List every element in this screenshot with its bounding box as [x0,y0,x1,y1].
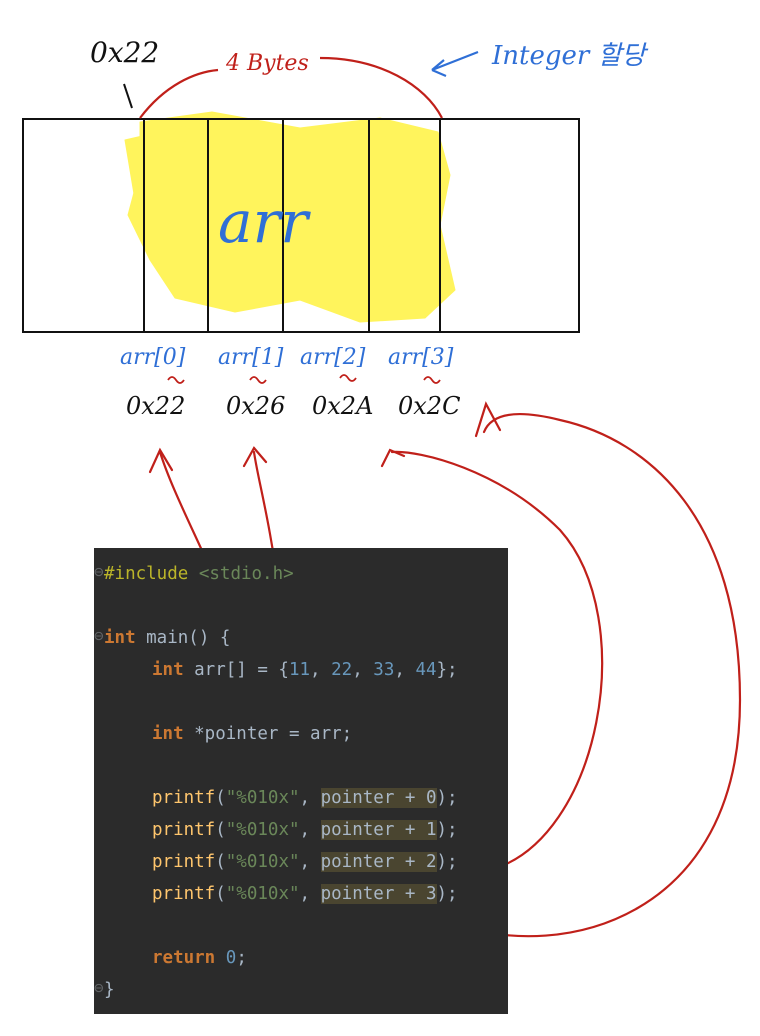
main-signature: main() { [135,628,231,648]
bytes-label: 4 Bytes [225,51,309,76]
printf-format: "%010x" [225,884,300,904]
memory-box [22,118,580,333]
printf-fn: printf [152,884,216,904]
code-line-printf-3: printf("%010x", pointer + 3); [152,884,458,904]
printf-format: "%010x" [225,788,300,808]
arr-value-2: 33 [373,660,395,680]
cell-label-0: arr[0] [120,345,186,370]
return-value: 0 [225,948,237,968]
pointer-type: int [152,724,184,744]
bytes-brace-arc [139,56,443,119]
close-brace: } [104,980,115,1000]
arr-value-3: 44 [415,660,437,680]
memory-dividers [143,119,441,332]
cell-labels: arr[0] arr[1] arr[2] arr[3] [120,345,454,370]
code-line-return: return 0; [152,948,247,968]
fold-marker: ⊖ [94,978,104,997]
arr-value-0: 11 [288,660,311,680]
arrow-pointer-3 [458,413,742,938]
return-keyword: return [152,948,216,968]
integer-arrow [431,50,479,78]
include-header: <stdio.h> [198,564,294,584]
printf-format: "%010x" [225,852,300,872]
printf-fn: printf [152,852,216,872]
printf-format: "%010x" [225,820,300,840]
top-address-tick [123,83,133,109]
code-line-arr: int arr[] = {11, 22, 33, 44}; [152,660,458,680]
highlight-scribble [124,111,456,323]
code-line-printf-1: printf("%010x", pointer + 1); [152,820,458,840]
printf-arg-1: pointer + 1 [320,820,437,840]
fold-marker: ⊖ [94,562,104,581]
cell-address-0: 0x22 [126,392,185,420]
printf-fn: printf [152,788,216,808]
code-line-printf-2: printf("%010x", pointer + 2); [152,852,458,872]
arrow-pointer-2 [390,450,604,872]
cell-label-3: arr[3] [388,345,454,370]
code-line-printf-0: printf("%010x", pointer + 0); [152,788,458,808]
array-name-label: arr [218,188,311,256]
integer-note: Integer 할당 [491,41,648,71]
cell-address-3: 0x2C [398,392,460,420]
arr-type: int [152,660,184,680]
code-line-include: #include <stdio.h> [104,558,294,590]
printf-arg-2: pointer + 2 [320,852,437,872]
arr-value-1: 22 [331,660,353,680]
cell-address-2: 0x2A [312,392,373,420]
cell-label-2: arr[2] [300,345,366,370]
arr-declaration: arr[] = { [183,660,289,680]
printf-fn: printf [152,820,216,840]
code-line-main: int main() { [104,622,230,654]
cell-addresses: 0x22 0x26 0x2A 0x2C [126,392,460,420]
top-address-label: 0x22 [90,36,159,69]
main-type: int [104,628,136,648]
code-editor: ⊖ #include <stdio.h> ⊖ int main() { int … [94,548,508,1014]
arr-end: }; [436,660,458,680]
printf-arg-0: pointer + 0 [320,788,437,808]
printf-arg-3: pointer + 3 [320,884,437,904]
tilde-marks [167,374,441,384]
cell-address-1: 0x26 [226,392,285,420]
cell-label-1: arr[1] [218,345,284,370]
fold-marker: ⊖ [94,626,104,645]
include-directive: #include [104,564,189,584]
pointer-declaration: *pointer = arr; [183,724,353,744]
code-line-pointer: int *pointer = arr; [152,718,352,750]
code-line-close: } [104,974,115,1006]
